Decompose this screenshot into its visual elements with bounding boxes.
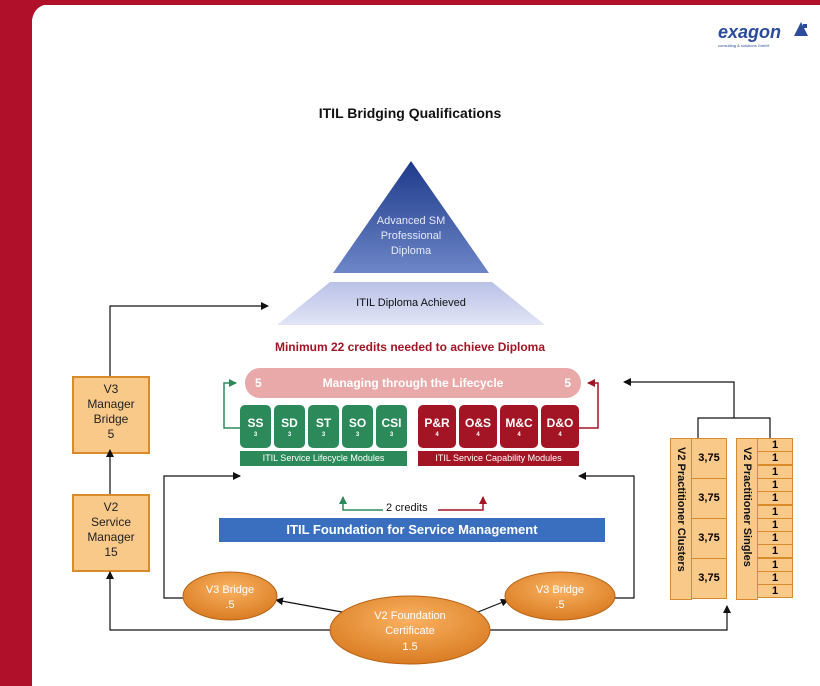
v3-bridge-left-credits: .5 bbox=[225, 599, 235, 611]
logo: exagon consulting & solutions GmbH bbox=[718, 22, 810, 52]
module-sd: SD 3 bbox=[274, 405, 305, 448]
module-os: O&S 4 bbox=[459, 405, 497, 448]
single-cell: 1 bbox=[757, 517, 793, 532]
practitioner-clusters-label-box: V2 Practitioner Clusters bbox=[670, 438, 692, 600]
module-mc: M&C 4 bbox=[500, 405, 538, 448]
module-st: ST 3 bbox=[308, 405, 339, 448]
logo-subtext: consulting & solutions GmbH bbox=[718, 43, 770, 48]
capability-modules-label: ITIL Service Capability Modules bbox=[418, 451, 579, 466]
v3-manager-bridge-credits: 5 bbox=[107, 427, 115, 441]
cluster-cell: 3,75 bbox=[691, 478, 727, 519]
v3-bridge-right-ellipse bbox=[504, 571, 616, 621]
lifecycle-bar-right-num: 5 bbox=[564, 376, 571, 390]
module-credits: 4 bbox=[517, 432, 521, 438]
practitioner-singles-label: V2 Practitioner Singles bbox=[741, 447, 753, 567]
pyramid-top-line-3: Diploma bbox=[390, 245, 432, 257]
lifecycle-modules-label: ITIL Service Lifecycle Modules bbox=[240, 451, 407, 466]
v2-service-manager-line-2: Service bbox=[90, 515, 131, 529]
logo-mark-icon bbox=[794, 22, 808, 36]
v2-service-manager-credits: 15 bbox=[104, 545, 118, 559]
module-credits: 3 bbox=[287, 432, 292, 438]
v3-bridge-left-label: V3 Bridge bbox=[205, 584, 255, 596]
module-code: CSI bbox=[381, 416, 402, 430]
single-cell: 1 bbox=[757, 557, 793, 572]
module-credits: 3 bbox=[321, 432, 326, 438]
single-cell: 1 bbox=[757, 584, 793, 599]
module-so: SO 3 bbox=[342, 405, 373, 448]
practitioner-singles-label-box: V2 Practitioner Singles bbox=[736, 438, 758, 600]
module-code: SO bbox=[348, 416, 367, 430]
v2-service-manager-line-1: V2 bbox=[103, 500, 119, 514]
single-cell: 1 bbox=[757, 464, 793, 479]
lifecycle-bar-left-num: 5 bbox=[255, 376, 262, 390]
module-code: SD bbox=[281, 416, 298, 430]
module-credits: 4 bbox=[476, 432, 480, 438]
pyramid-top bbox=[333, 161, 489, 273]
cluster-cell: 3,75 bbox=[691, 438, 727, 479]
single-cell: 1 bbox=[757, 531, 793, 546]
single-cell: 1 bbox=[757, 438, 793, 452]
module-code: M&C bbox=[505, 416, 533, 430]
v2-service-manager-box: V2 Service Manager 15 bbox=[72, 494, 150, 572]
module-code: SS bbox=[247, 416, 264, 430]
lifecycle-bar-label: Managing through the Lifecycle bbox=[322, 376, 504, 390]
module-code: O&S bbox=[464, 416, 491, 430]
single-cell: 1 bbox=[757, 544, 793, 559]
v3-manager-bridge-line-3: Bridge bbox=[93, 412, 129, 426]
module-code: ST bbox=[315, 416, 332, 430]
module-credits: 3 bbox=[253, 432, 258, 438]
v3-bridge-left-ellipse bbox=[182, 571, 278, 621]
v3-manager-bridge-line-2: Manager bbox=[87, 397, 135, 411]
page-title: ITIL Bridging Qualifications bbox=[318, 105, 502, 121]
module-credits: 4 bbox=[435, 432, 439, 438]
v2-foundation-line-1: V2 Foundation bbox=[374, 610, 446, 622]
pyramid-top-line-1: Advanced SM bbox=[376, 215, 446, 227]
practitioner-clusters-label: V2 Practitioner Clusters bbox=[675, 447, 687, 572]
two-credits-text: 2 credits bbox=[386, 502, 428, 514]
module-pr: P&R 4 bbox=[418, 405, 456, 448]
v2-service-manager-line-3: Manager bbox=[87, 530, 135, 544]
module-credits: 4 bbox=[558, 432, 562, 438]
single-cell: 1 bbox=[757, 477, 793, 492]
v3-bridge-right-credits: .5 bbox=[555, 599, 565, 611]
logo-text: exagon bbox=[718, 22, 782, 42]
v2-foundation-credits: 1.5 bbox=[402, 641, 418, 653]
single-cell: 1 bbox=[757, 491, 793, 506]
module-credits: 3 bbox=[389, 432, 394, 438]
pyramid-middle-label: ITIL Diploma Achieved bbox=[356, 297, 466, 309]
v3-manager-bridge-line-1: V3 bbox=[103, 382, 119, 396]
module-code: D&O bbox=[546, 416, 574, 430]
single-cell: 1 bbox=[757, 451, 793, 466]
pyramid-top-line-2: Professional bbox=[380, 230, 442, 242]
module-ss: SS 3 bbox=[240, 405, 271, 448]
lifecycle-bar: 5 Managing through the Lifecycle 5 bbox=[245, 368, 581, 398]
pyramid-middle bbox=[277, 282, 545, 325]
cluster-cell: 3,75 bbox=[691, 558, 727, 599]
foundation-bar: ITIL Foundation for Service Management bbox=[219, 518, 605, 542]
cluster-cell: 3,75 bbox=[691, 518, 727, 559]
module-credits: 3 bbox=[355, 432, 360, 438]
module-csi: CSI 3 bbox=[376, 405, 407, 448]
v2-foundation-ellipse bbox=[329, 595, 491, 665]
minimum-credits-text: Minimum 22 credits needed to achieve Dip… bbox=[274, 340, 546, 354]
single-cell: 1 bbox=[757, 571, 793, 585]
v3-manager-bridge-box: V3 Manager Bridge 5 bbox=[72, 376, 150, 454]
v3-bridge-right-label: V3 Bridge bbox=[535, 584, 585, 596]
module-code: P&R bbox=[424, 416, 450, 430]
v2-foundation-line-2: Certificate bbox=[385, 625, 435, 637]
single-cell: 1 bbox=[757, 504, 793, 519]
module-do: D&O 4 bbox=[541, 405, 579, 448]
